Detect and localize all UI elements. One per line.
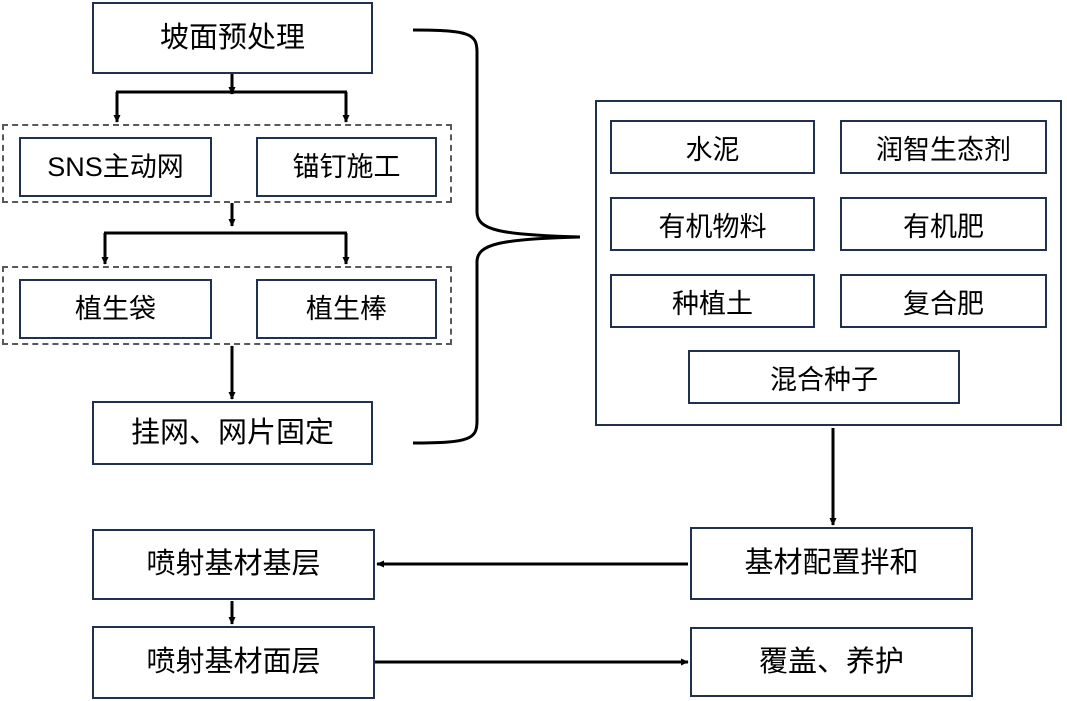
node-cover-maintenance[interactable]: 覆盖、养护 — [690, 627, 973, 697]
material-item-cement-label: 水泥 — [685, 134, 740, 165]
node-net-hanging-fixing[interactable]: 挂网、网片固定 — [92, 401, 373, 465]
node-substrate-mixing-label: 基材配置拌和 — [744, 547, 919, 580]
node-vegetation-stick[interactable]: 植生棒 — [256, 279, 437, 339]
material-item-runzhi-eco-agent[interactable]: 润智生态剂 — [840, 120, 1047, 174]
material-item-runzhi-eco-agent-label: 润智生态剂 — [876, 134, 1011, 165]
node-spray-base-layer[interactable]: 喷射基材基层 — [92, 529, 375, 600]
node-cover-maintenance-label: 覆盖、养护 — [758, 645, 904, 678]
node-vegetation-stick-label: 植生棒 — [306, 293, 387, 324]
material-item-organic-material-label: 有机物料 — [658, 211, 767, 242]
node-slope-pretreatment[interactable]: 坡面预处理 — [92, 2, 373, 74]
node-anchor-construction[interactable]: 锚钉施工 — [256, 137, 437, 197]
material-item-planting-soil-label: 种植土 — [672, 288, 753, 319]
material-item-mixed-seeds-label: 混合种子 — [770, 364, 878, 395]
material-item-compound-fertilizer[interactable]: 复合肥 — [840, 274, 1047, 328]
node-substrate-mixing[interactable]: 基材配置拌和 — [690, 527, 973, 600]
node-vegetation-bag[interactable]: 植生袋 — [19, 279, 212, 339]
node-anchor-construction-label: 锚钉施工 — [292, 151, 401, 182]
curly-brace-connector — [412, 28, 581, 445]
node-spray-surface-layer[interactable]: 喷射基材面层 — [92, 626, 375, 699]
material-item-planting-soil[interactable]: 种植土 — [610, 274, 815, 328]
edge-fork-to-vegetation — [101, 231, 350, 265]
edge-fork-to-reinforcement — [113, 90, 350, 123]
node-sns-active-net-label: SNS主动网 — [47, 151, 184, 182]
node-slope-pretreatment-label: 坡面预处理 — [159, 21, 305, 54]
material-item-mixed-seeds[interactable]: 混合种子 — [688, 350, 960, 404]
material-item-cement[interactable]: 水泥 — [610, 120, 815, 174]
material-item-organic-fertilizer-label: 有机肥 — [903, 211, 984, 242]
node-spray-surface-layer-label: 喷射基材面层 — [146, 646, 321, 679]
node-net-hanging-fixing-label: 挂网、网片固定 — [130, 416, 334, 449]
material-item-organic-fertilizer[interactable]: 有机肥 — [840, 197, 1047, 251]
node-sns-active-net[interactable]: SNS主动网 — [19, 137, 212, 197]
node-vegetation-bag-label: 植生袋 — [75, 293, 156, 324]
material-item-compound-fertilizer-label: 复合肥 — [903, 288, 984, 319]
material-item-organic-material[interactable]: 有机物料 — [610, 197, 815, 251]
node-spray-base-layer-label: 喷射基材基层 — [146, 548, 321, 581]
